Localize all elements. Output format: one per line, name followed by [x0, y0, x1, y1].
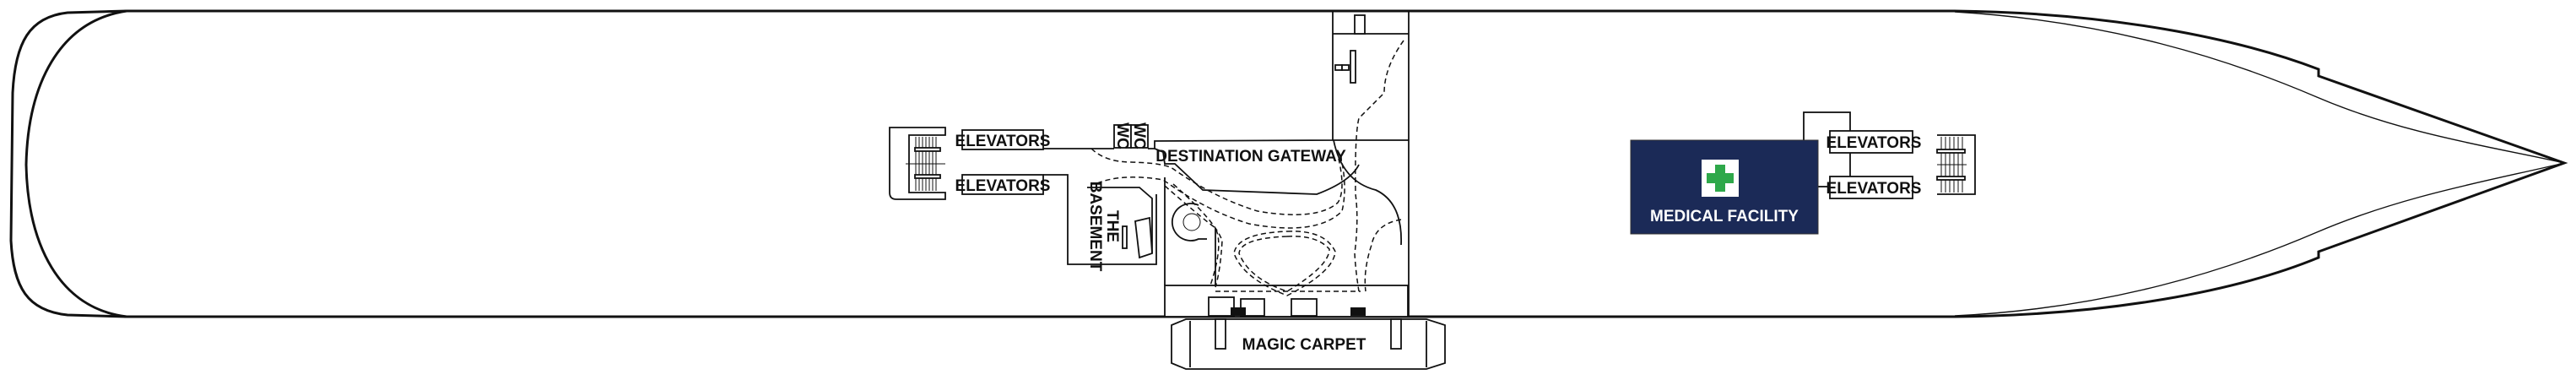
basement-label-line1: THE [1103, 210, 1121, 242]
magic-carpet: MAGIC CARPET [1171, 318, 1446, 370]
interior-walls [1043, 11, 1410, 318]
elevators-fwd-bottom: ELEVATORS [1826, 176, 1922, 199]
ship-hull [9, 9, 2568, 318]
destination-gateway-label: DESTINATION GATEWAY [1155, 148, 1346, 166]
walkways [1090, 40, 1404, 296]
wc-label: WC [1130, 122, 1148, 149]
elevators-aft-bottom: ELEVATORS [955, 174, 1051, 195]
staircase-icon [889, 127, 946, 200]
staircase-icon [1936, 134, 1976, 195]
the-basement: THE BASEMENT [1086, 182, 1153, 272]
wc-1: WC [1113, 122, 1132, 149]
elevators-label: ELEVATORS [1826, 134, 1922, 152]
elevators-label: ELEVATORS [955, 177, 1051, 195]
elevators-aft-top: ELEVATORS [955, 129, 1051, 150]
spiral-staircase-icon [1172, 203, 1207, 242]
basement-label-line2: BASEMENT [1086, 182, 1104, 272]
magic-carpet-label: MAGIC CARPET [1242, 336, 1366, 354]
medical-facility-label: MEDICAL FACILITY [1650, 208, 1799, 225]
medical-facility: MEDICAL FACILITY [1630, 111, 1851, 235]
wc-label: WC [1113, 122, 1131, 149]
elevators-label: ELEVATORS [1826, 180, 1922, 198]
wc-2: WC [1130, 122, 1149, 149]
green-cross-icon [1702, 160, 1739, 197]
elevators-label: ELEVATORS [955, 133, 1051, 150]
elevators-fwd-top: ELEVATORS [1826, 130, 1922, 154]
